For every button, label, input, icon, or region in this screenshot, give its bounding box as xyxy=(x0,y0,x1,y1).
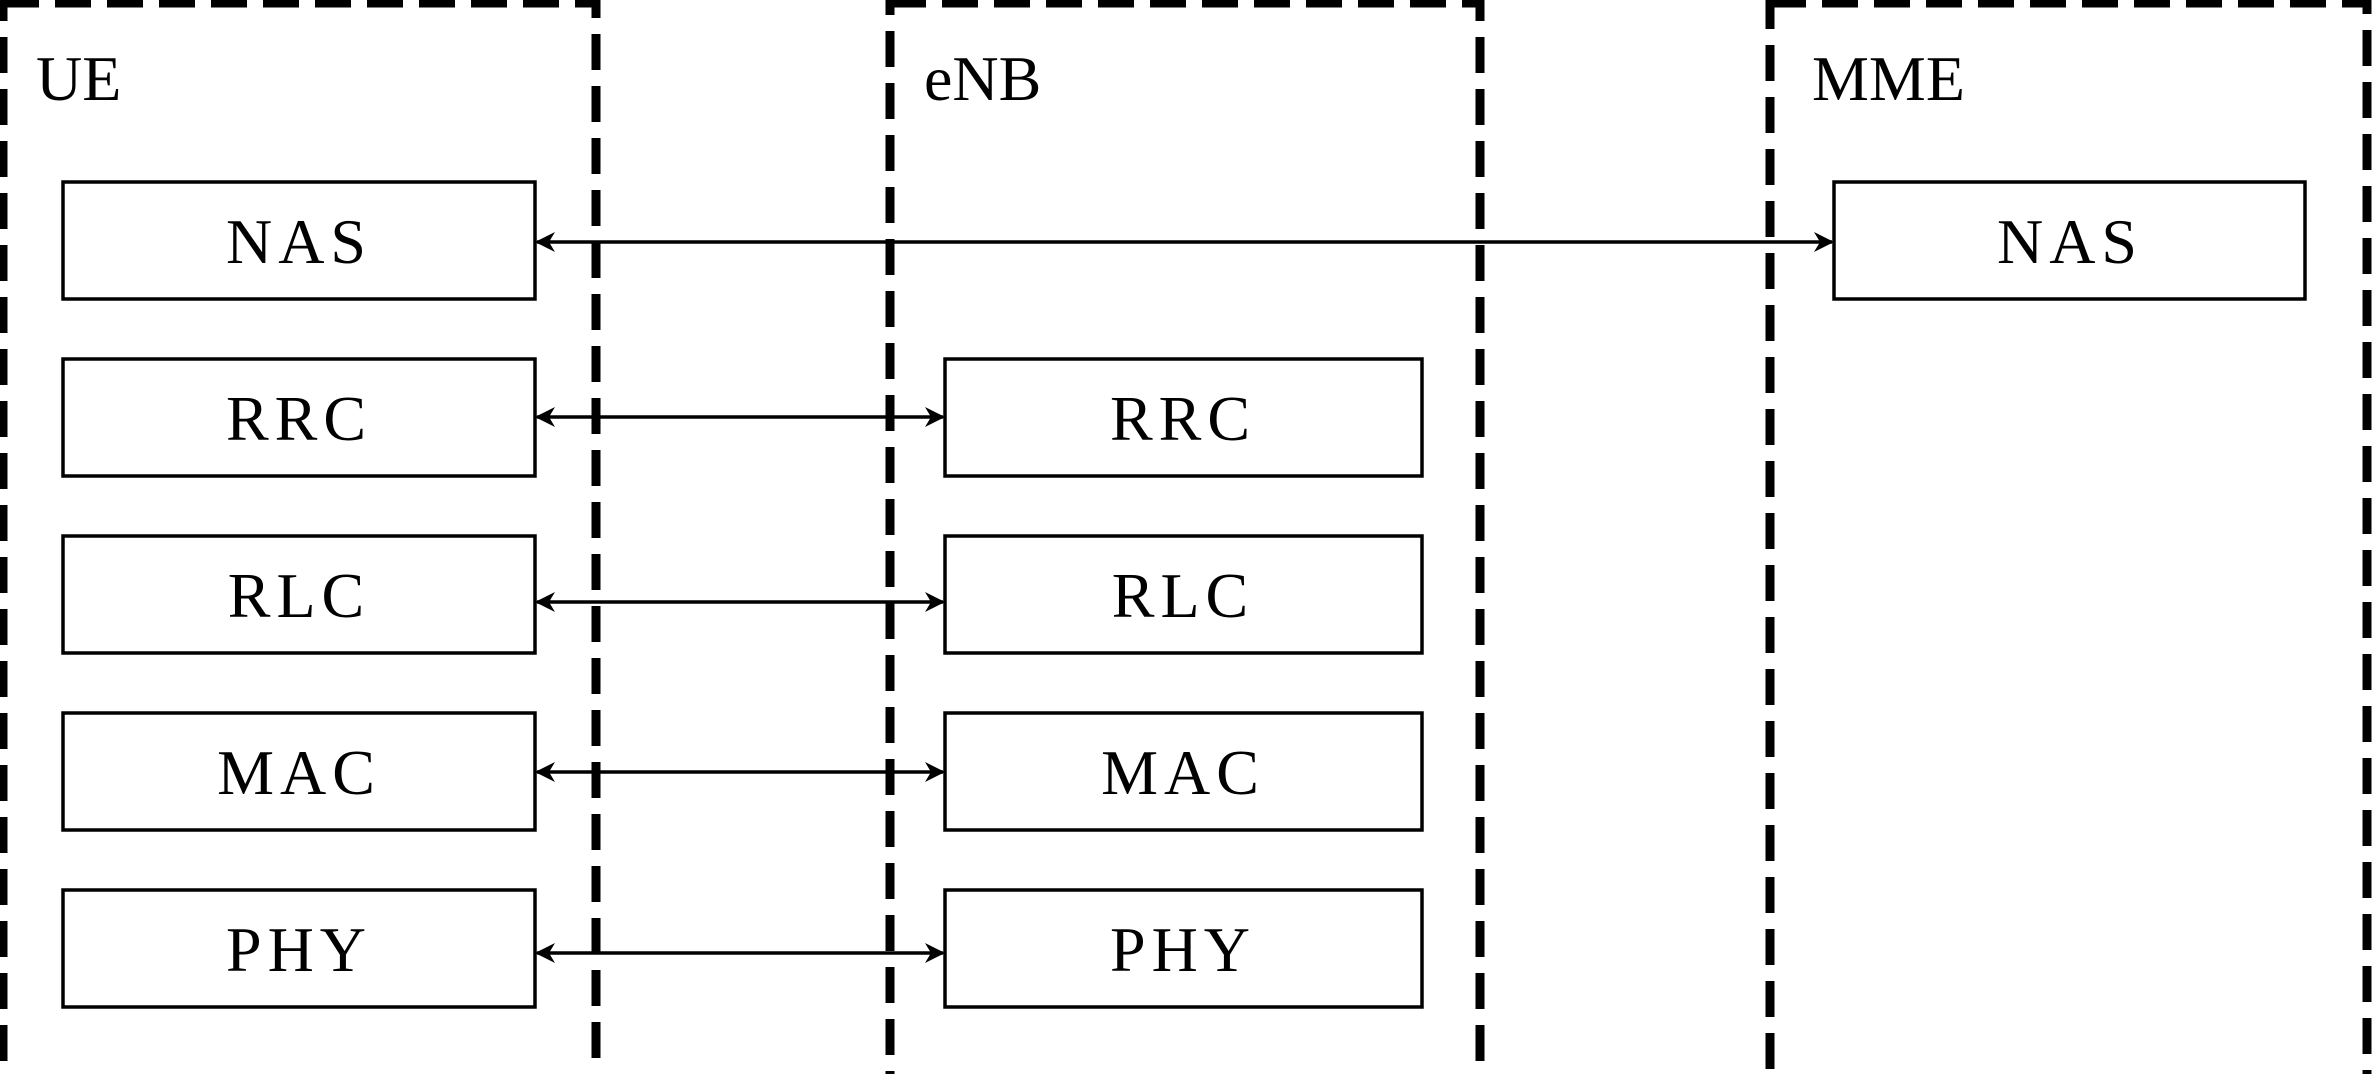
ue-mac-box xyxy=(61,711,537,832)
mme-nas-label: NAS xyxy=(1997,206,2143,277)
enb-mac-box xyxy=(943,711,1424,832)
enb-title: eNB xyxy=(924,43,1041,114)
enb-rlc-label: RLC xyxy=(1112,560,1254,631)
ue-rrc-box xyxy=(61,357,537,478)
enb-rrc-box xyxy=(943,357,1424,478)
ue-rrc-label: RRC xyxy=(226,383,372,454)
ue-mac-label: MAC xyxy=(217,737,381,808)
enb-frame xyxy=(885,0,1485,1074)
enb-phy-label: PHY xyxy=(1110,914,1256,985)
enb-rrc-label: RRC xyxy=(1110,383,1256,454)
enb-rlc-box xyxy=(943,534,1424,655)
ue-title: UE xyxy=(36,43,121,114)
mme-title: MME xyxy=(1812,43,1965,114)
ue-nas-label: NAS xyxy=(226,206,372,277)
ue-nas-box xyxy=(61,180,537,301)
ue-phy-label: PHY xyxy=(226,914,372,985)
mme-frame xyxy=(1765,0,2372,1074)
mme-nas-box xyxy=(1832,180,2307,301)
ue-phy-box xyxy=(61,888,537,1009)
enb-mac-label: MAC xyxy=(1101,737,1265,808)
ue-rlc-label: RLC xyxy=(228,560,370,631)
enb-phy-box xyxy=(943,888,1424,1009)
